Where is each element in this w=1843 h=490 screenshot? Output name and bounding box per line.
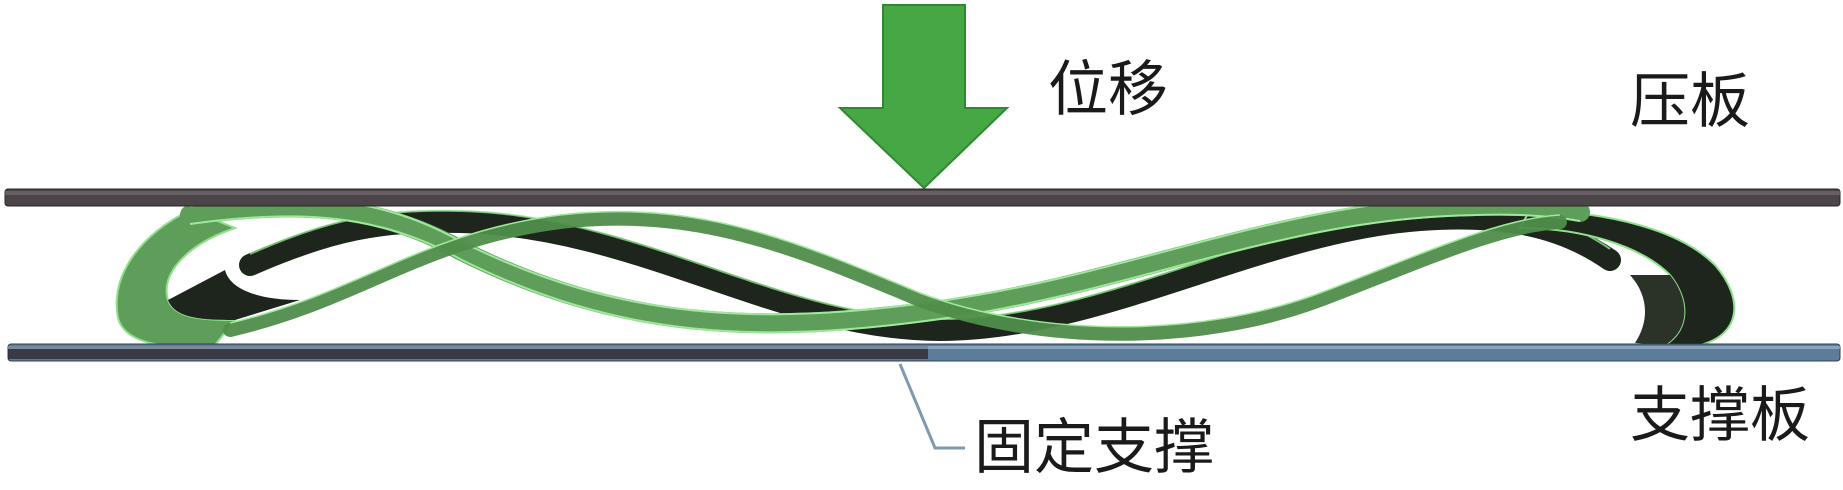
fixed-support-label: 固定支撑 bbox=[974, 413, 1214, 483]
fixed-support-leader-line bbox=[898, 363, 965, 450]
displacement-label: 位移 bbox=[1048, 55, 1168, 125]
ribbon-right-loop bbox=[1518, 208, 1736, 346]
support-plate-label: 支撑板 bbox=[1630, 381, 1810, 451]
ribbon-back-strand bbox=[239, 207, 1621, 342]
ribbon-front-strand bbox=[180, 195, 1590, 334]
displacement-arrow bbox=[837, 4, 1010, 190]
press-plate-label: 压板 bbox=[1630, 67, 1750, 137]
ribbon-cross-strand bbox=[223, 211, 1567, 341]
